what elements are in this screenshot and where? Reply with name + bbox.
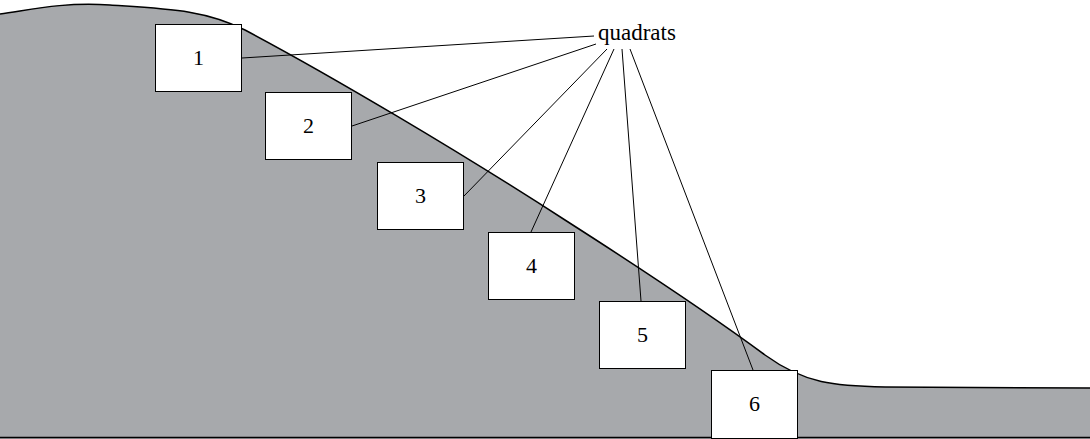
leader-line	[464, 49, 607, 196]
quadrat-box: 1	[155, 24, 242, 92]
quadrat-number: 4	[526, 254, 537, 278]
quadrat-box: 3	[377, 162, 464, 230]
hill-fill	[0, 4, 1090, 439]
leader-line	[531, 49, 614, 232]
quadrat-number: 1	[193, 46, 204, 70]
hill-outline	[0, 4, 1090, 388]
ground-line	[0, 437, 1090, 439]
quadrat-number: 2	[303, 114, 314, 138]
quadrat-number: 5	[637, 323, 648, 347]
leader-lines	[242, 36, 753, 370]
quadrat-box: 5	[599, 301, 686, 369]
callout-label: quadrats	[598, 20, 676, 45]
quadrat-number: 6	[749, 392, 760, 416]
quadrat-box: 2	[265, 92, 352, 160]
quadrat-box: 4	[488, 232, 575, 300]
quadrat-number: 3	[415, 184, 426, 208]
leader-line	[622, 49, 641, 301]
quadrat-box: 6	[711, 370, 798, 439]
leader-line	[242, 36, 594, 58]
leader-line	[352, 44, 596, 126]
